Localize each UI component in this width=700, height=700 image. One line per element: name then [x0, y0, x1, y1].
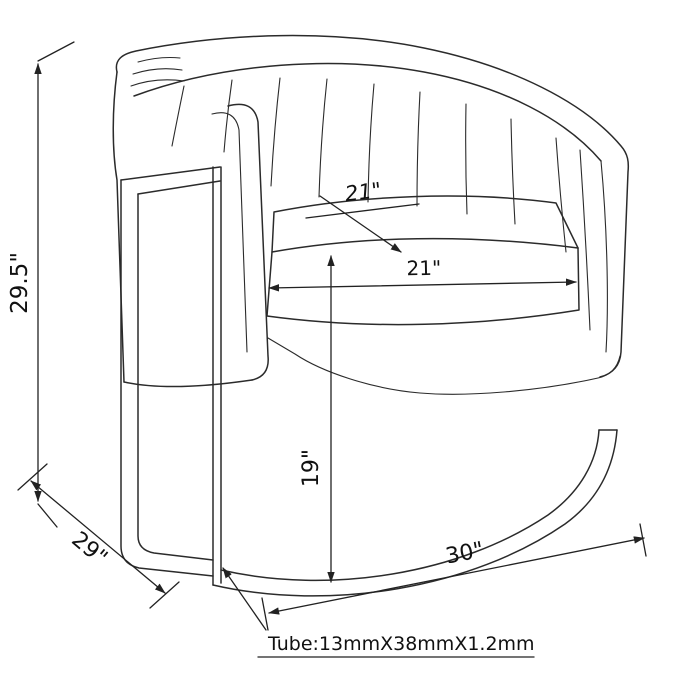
- arm-front-outer: [227, 103, 269, 381]
- height-extension-ticks: [37, 41, 75, 528]
- channel-tufting: [130, 56, 591, 331]
- seat-depth-leader-arrow: [319, 195, 402, 253]
- depth-dimension-line: [30, 480, 166, 594]
- seat-width-label: 21": [406, 256, 441, 281]
- base-floor-sweep-outer: [212, 429, 618, 597]
- channel-tufting-lines: [171, 77, 591, 331]
- seat-width-dimension-line: [268, 278, 577, 292]
- width-dimension-line: [268, 536, 645, 615]
- overall-height-dimension: 29.5": [7, 41, 75, 528]
- dimension-annotations: 29.5" 29" 30" 21": [7, 41, 647, 658]
- seat-width-dimension: 21": [268, 256, 577, 292]
- overall-depth-dimension: 29": [17, 463, 180, 609]
- base-left-loop-inner: [137, 193, 214, 561]
- left-arm: [123, 103, 269, 388]
- overall-width-dimension: 30": [261, 523, 647, 631]
- rim-roll-lines: [130, 56, 185, 87]
- chair-line-drawing: [112, 34, 630, 597]
- metal-base: [120, 166, 618, 597]
- back-left-edge: [112, 71, 125, 383]
- overall-height-label: 29.5": [7, 252, 33, 314]
- tube-spec-label: Tube:13mmX38mmX1.2mm: [267, 633, 535, 655]
- width-extension-ticks: [261, 523, 647, 631]
- chair-back-shell: [112, 34, 630, 383]
- base-left-loop-outer: [120, 179, 214, 577]
- seat-height-dimension: 19": [299, 255, 335, 583]
- seat-cushion: [266, 195, 621, 395]
- under-seat-contour: [267, 337, 621, 395]
- overall-width-label: 30": [444, 538, 486, 570]
- tube-leader-arrow: [222, 567, 267, 631]
- seat-depth-dimension: 21": [305, 178, 420, 253]
- arm-front-inner: [211, 112, 248, 353]
- depth-extension-ticks: [17, 463, 180, 609]
- tube-spec-callout: Tube:13mmX38mmX1.2mm: [222, 567, 535, 658]
- overall-depth-label: 29": [67, 527, 112, 571]
- seat-front-face: [266, 247, 580, 326]
- seat-depth-baseline: [305, 203, 420, 219]
- seat-top-surface: [271, 195, 579, 253]
- back-right-inner-edge: [600, 160, 608, 353]
- back-outer-silhouette: [115, 34, 630, 378]
- base-front-uprights: [212, 166, 222, 586]
- back-inner-rim: [133, 62, 602, 162]
- base-top-rails: [120, 166, 221, 195]
- seat-height-label: 19": [299, 449, 324, 487]
- side-panel-bottom: [123, 379, 253, 388]
- seat-depth-label: 21": [344, 178, 383, 206]
